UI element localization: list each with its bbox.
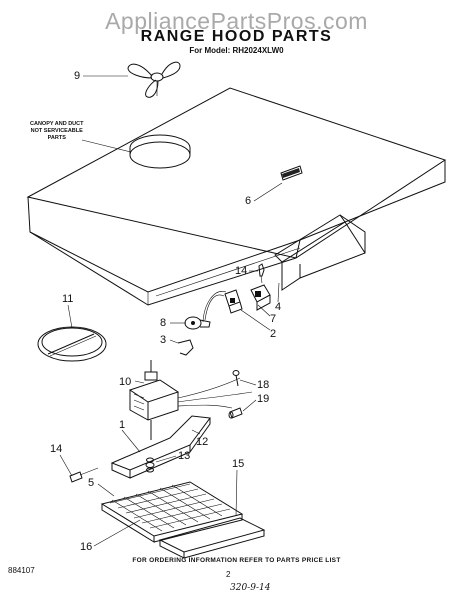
callout-7: 7: [270, 313, 277, 325]
callout-2: 2: [270, 328, 277, 340]
leader-15: [235, 469, 238, 517]
callout-16: 16: [80, 541, 93, 553]
callout-13: 13: [178, 450, 191, 462]
grease-filter: [100, 481, 244, 543]
handwritten-note: 320-9-14: [230, 583, 271, 593]
switch: [250, 284, 271, 311]
leader-12: [191, 429, 201, 435]
wire-nut: [228, 407, 243, 419]
light-lens: [158, 517, 266, 559]
callout-18: 18: [257, 379, 270, 391]
callout-4: 4: [275, 301, 282, 313]
callout-9: 9: [74, 70, 81, 82]
filter-bracket: [274, 214, 366, 291]
leader-18: [239, 379, 257, 386]
motor-bracket: [110, 415, 211, 479]
callout-8: 8: [160, 317, 167, 329]
callout-5: 5: [88, 477, 95, 489]
leader-4: [277, 282, 280, 303]
model-subtitle: For Model: RH2024XLW0: [189, 46, 284, 55]
callout-1: 1: [119, 419, 126, 431]
callout-3: 3: [160, 334, 167, 346]
callout-6: 6: [245, 195, 252, 207]
leader-7: [257, 304, 271, 317]
callout-10: 10: [119, 376, 132, 388]
leader-11: [67, 304, 73, 329]
leader-19: [242, 399, 257, 412]
watermark: AppliancePartsPros.com: [105, 8, 368, 34]
mounting-screw-top: [258, 263, 265, 284]
callout-14-top: 14: [235, 265, 248, 277]
motor: [128, 360, 253, 421]
leader-note: [81, 139, 132, 153]
leader-10: [134, 380, 145, 384]
leader-16: [93, 519, 141, 547]
leader-14-bottom: [59, 454, 73, 477]
leader-1: [121, 429, 141, 453]
document-number: 884107: [8, 566, 35, 575]
leader-5: [97, 483, 115, 497]
callout-15: 15: [232, 458, 245, 470]
leader-3: [169, 339, 179, 344]
callout-14-bottom: 14: [50, 443, 63, 455]
page-title: RANGE HOOD PARTS: [140, 28, 333, 45]
page-number: 2: [226, 570, 231, 579]
nut-washer: [145, 457, 155, 473]
callout-12: 12: [196, 436, 209, 448]
light-socket: [224, 289, 243, 314]
lamp-clip: [177, 339, 194, 356]
leader-6: [253, 182, 283, 202]
round-filter: [37, 326, 107, 362]
mounting-screw-bottom: [69, 467, 99, 483]
fan-blade: [127, 61, 181, 98]
lamp-bulb: [184, 316, 211, 330]
leader-13: [155, 455, 177, 463]
ground-screw: [232, 370, 240, 387]
canopy-note: CANOPY AND DUCT NOT SERVICEABLE PARTS: [30, 121, 84, 141]
ordering-note: FOR ORDERING INFORMATION REFER TO PARTS …: [132, 557, 341, 564]
leader-2: [240, 309, 271, 331]
callout-11: 11: [62, 293, 74, 305]
callout-19: 19: [257, 393, 270, 405]
